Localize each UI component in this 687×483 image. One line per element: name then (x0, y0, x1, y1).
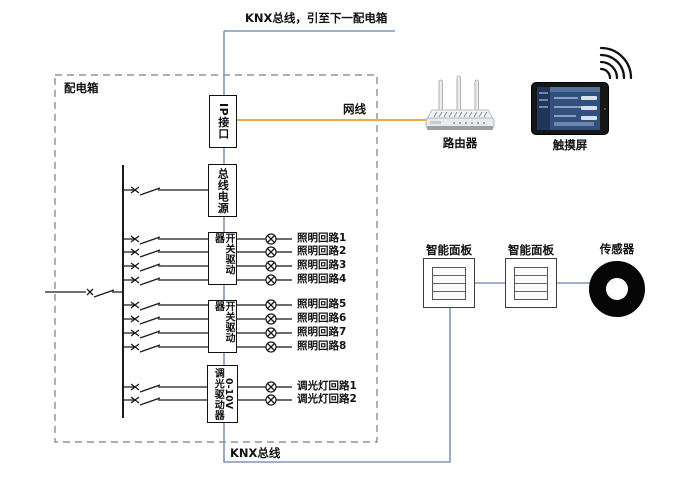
breaker-icon (123, 315, 208, 325)
switch-driver-1-box: 开关驱动器 (208, 232, 237, 285)
breaker-icon (123, 186, 208, 196)
breaker-icon (123, 235, 208, 245)
switch-driver-1-label: 开关驱动器 (212, 233, 235, 275)
bus-power-label: 总线电源 (216, 167, 230, 214)
router-illustration (424, 73, 496, 137)
breaker-icon (123, 276, 208, 286)
network-cable-label: 网线 (343, 102, 366, 116)
lighting-circuit-label-3: 照明回路3 (297, 259, 347, 271)
lighting-circuit-label-4: 照明回路4 (297, 273, 347, 285)
enclosure-border (54, 74, 378, 443)
smart-panel-1 (423, 258, 475, 308)
lighting-circuit-label-6: 照明回路6 (297, 312, 347, 324)
breaker-icon (123, 343, 208, 353)
touchscreen-screen (537, 87, 600, 130)
touchscreen-icon (531, 82, 609, 135)
lighting-circuit-label-7: 照明回路7 (297, 326, 347, 338)
breaker-icon (123, 262, 208, 272)
router-label: 路由器 (442, 136, 478, 150)
lighting-circuit-label-8: 照明回路8 (297, 340, 347, 352)
sensor-ring-icon (589, 261, 645, 317)
breaker-icon (123, 396, 208, 406)
lamp-icon-cross (267, 301, 275, 309)
bus-power-box: 总线电源 (208, 164, 237, 217)
lamp-icon-cross (267, 396, 275, 404)
dimmer-signal-label: 0-10V (223, 378, 235, 410)
wifi-icon (599, 46, 633, 80)
smart-panel-2 (505, 258, 557, 308)
lamp-icon-cross (267, 262, 275, 270)
router-icon (425, 75, 495, 130)
dimmer-driver-box: 调光驱动器 0-10V (207, 365, 238, 423)
touchscreen-label: 触摸屏 (552, 138, 588, 152)
knx-bus-bottom-label: KNX总线 (230, 446, 281, 460)
touchscreen-sidebar (537, 87, 550, 130)
dimmer-driver-label: 调光驱动器 (212, 367, 224, 421)
lighting-circuit-label-2: 照明回路2 (297, 245, 347, 257)
circuit-branch-lines (45, 186, 292, 406)
breaker-icon (123, 383, 208, 393)
knx-bus-lines (223, 30, 590, 463)
lamp-icon-cross (267, 383, 275, 391)
main-breaker-icon (45, 288, 123, 298)
smart-panel-1-buttons (432, 267, 466, 300)
lamp-icon-cross (267, 276, 275, 284)
breaker-icon (123, 329, 208, 339)
dimming-circuit-label-1: 调光灯回路1 (297, 380, 357, 392)
lighting-circuit-label-5: 照明回路5 (297, 298, 347, 310)
lamp-icon-cross (267, 235, 275, 243)
switch-driver-2-box: 开关驱动器 (208, 300, 237, 353)
ip-interface-label: IP接口 (216, 103, 230, 140)
smart-panel-2-buttons (514, 267, 548, 300)
switch-driver-2-label: 开关驱动器 (212, 301, 235, 343)
ip-interface-box: IP接口 (209, 95, 237, 148)
lamp-icon-cross (267, 248, 275, 256)
enclosure-label: 配电箱 (64, 81, 99, 95)
knx-bus-top-label: KNX总线，引至下一配电箱 (245, 11, 388, 25)
lighting-circuit-label-1: 照明回路1 (297, 232, 347, 244)
dimming-circuit-label-2: 调光灯回路2 (297, 393, 357, 405)
smart-panel-1-label: 智能面板 (426, 243, 472, 257)
sensor-label: 传感器 (599, 242, 635, 256)
breaker-icon (123, 248, 208, 258)
lamp-icon-cross (267, 315, 275, 323)
lamp-icon-cross (267, 343, 275, 351)
lamp-icon-cross (267, 329, 275, 337)
tablet-camera-dot (603, 107, 606, 110)
breaker-icon (123, 301, 208, 311)
smart-panel-2-label: 智能面板 (508, 243, 554, 257)
